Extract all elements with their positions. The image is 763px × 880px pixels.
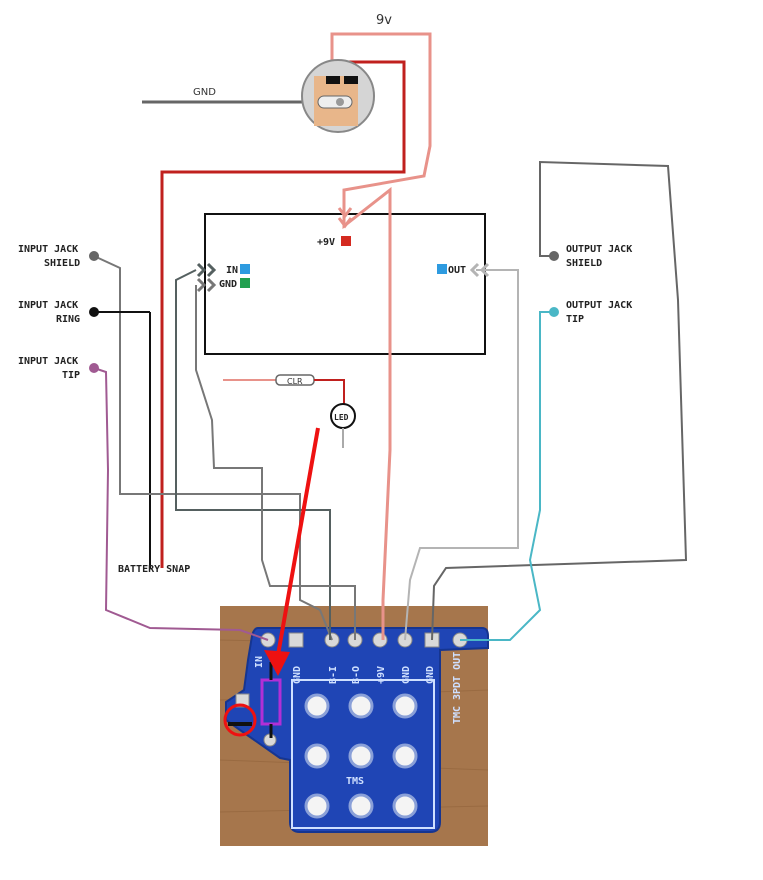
output-tip-label: OUTPUT JACK bbox=[566, 300, 632, 311]
board-in-wire bbox=[175, 269, 331, 640]
pad-9v-board bbox=[341, 236, 351, 246]
dc-sleeve-hole bbox=[336, 98, 344, 106]
output-tip-sub: TIP bbox=[566, 314, 584, 325]
pcb-label-9v: +9V bbox=[376, 666, 387, 684]
output-shield-label: OUTPUT JACK bbox=[566, 244, 632, 255]
pcb-label-tms: TMS bbox=[346, 776, 364, 787]
board-label-9v: +9V bbox=[317, 237, 335, 248]
input-ring-dot bbox=[89, 307, 99, 317]
pad-gnd bbox=[288, 632, 304, 648]
battery-9v-label: 9v bbox=[376, 13, 392, 28]
pcb-label-gnd2: GND bbox=[401, 666, 412, 684]
annotation-arrowhead-icon bbox=[264, 650, 290, 676]
chevron-in-icon bbox=[196, 262, 217, 278]
input-shield-label: INPUT JACK bbox=[18, 244, 78, 255]
pcb-silkscreen-box bbox=[291, 679, 435, 829]
pcb-label-in: IN bbox=[254, 656, 265, 668]
chevron-9v-icon bbox=[337, 207, 353, 229]
dc-sleeve bbox=[317, 95, 353, 109]
output-tip-dot bbox=[549, 307, 559, 317]
pad-gnd-board bbox=[240, 278, 250, 288]
input-ring-label: INPUT JACK bbox=[18, 300, 78, 311]
board-gnd-wire bbox=[195, 285, 356, 640]
input-shield-dot bbox=[89, 251, 99, 261]
board-label-in: IN bbox=[226, 265, 238, 276]
pad-out-board bbox=[437, 264, 447, 274]
input-tip-dot bbox=[89, 363, 99, 373]
chevron-out-icon bbox=[469, 262, 490, 278]
input-ring-sub: RING bbox=[56, 314, 80, 325]
resistor-label: CLR bbox=[287, 377, 303, 386]
led-label: LED bbox=[334, 413, 349, 422]
input-shield-wire bbox=[93, 255, 333, 641]
input-shield-sub: SHIELD bbox=[44, 258, 80, 269]
battery-gnd-label: GND bbox=[193, 87, 216, 98]
output-shield-wire bbox=[431, 160, 688, 641]
pcb-label-b-o: B-O bbox=[351, 666, 362, 684]
pcb-label-b-i: B-I bbox=[328, 666, 339, 684]
battery-pink-wire bbox=[330, 32, 432, 640]
pcb-label-gnd: GND bbox=[292, 666, 303, 684]
battery-snap-label: BATTERY SNAP bbox=[118, 564, 190, 575]
board-out-wire bbox=[404, 269, 519, 641]
dc-pin-neg bbox=[326, 76, 340, 84]
dc-pin-pos bbox=[344, 76, 358, 84]
output-shield-dot bbox=[549, 251, 559, 261]
pad-9v bbox=[372, 632, 388, 648]
output-shield-sub: SHIELD bbox=[566, 258, 602, 269]
pad-in-board bbox=[240, 264, 250, 274]
pcb-label-tmc: TMC bbox=[452, 706, 463, 724]
footswitch-holes bbox=[304, 693, 418, 819]
input-tip-sub: TIP bbox=[62, 370, 80, 381]
highlight-circle bbox=[223, 703, 257, 737]
pcb-label-3pdt-out: 3PDT OUT bbox=[452, 652, 463, 700]
board-label-out: OUT bbox=[448, 265, 466, 276]
input-tip-wire bbox=[93, 367, 269, 641]
pcb-label-gnd3: GND bbox=[425, 666, 436, 684]
annotation-arrow bbox=[276, 427, 320, 656]
input-tip-label: INPUT JACK bbox=[18, 356, 78, 367]
led-resistor-lead bbox=[314, 379, 345, 404]
output-tip-wire bbox=[460, 311, 554, 641]
chevron-gnd-icon bbox=[196, 277, 217, 293]
board-label-gnd: GND bbox=[219, 279, 237, 290]
